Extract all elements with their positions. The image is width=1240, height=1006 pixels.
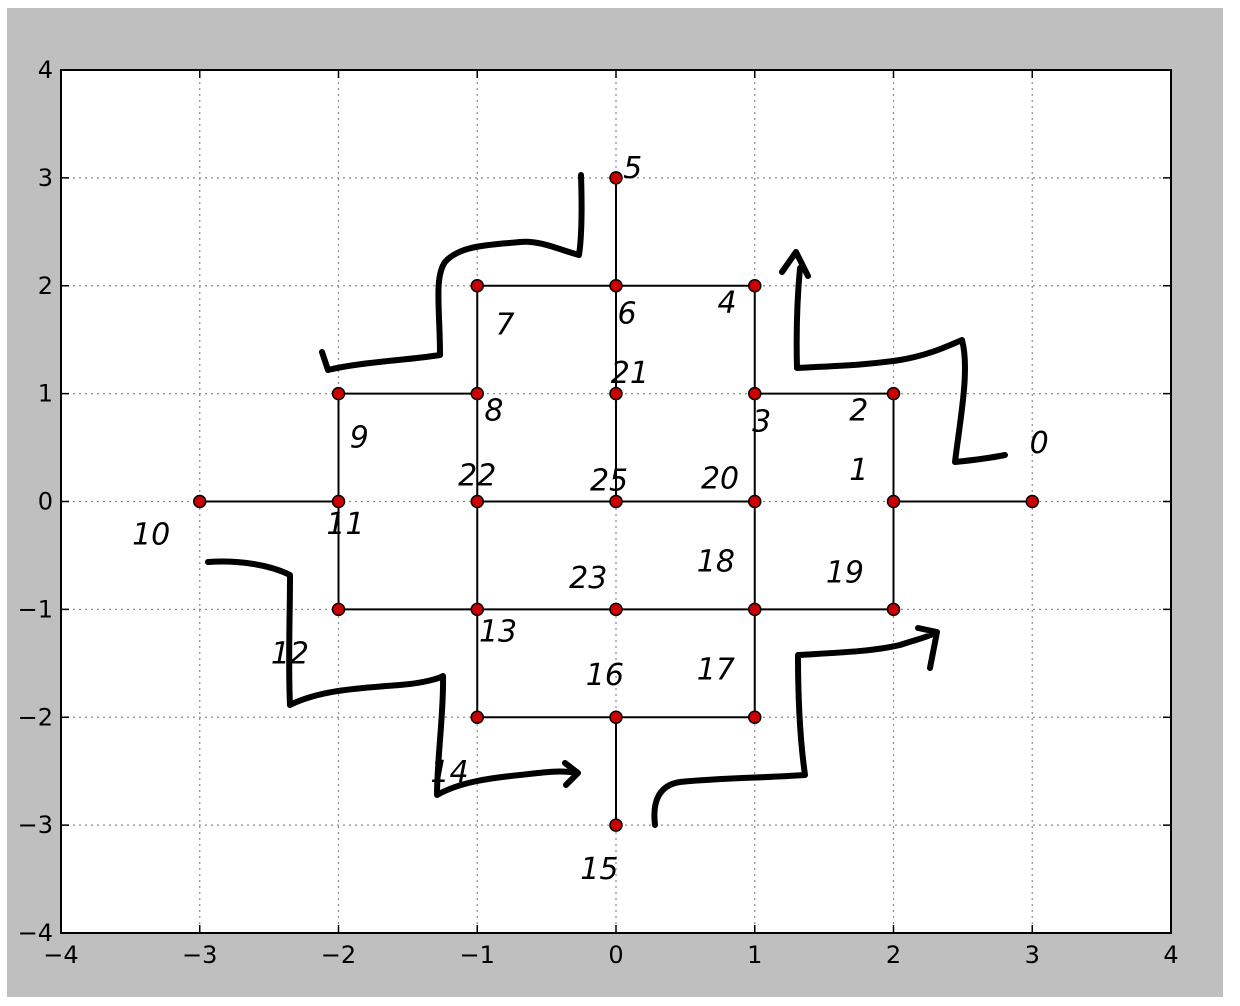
data-point-19 — [886, 602, 901, 617]
data-point-6 — [609, 279, 623, 293]
y-tick-label: −4 — [18, 919, 53, 947]
data-point-0 — [1025, 494, 1039, 509]
node-label-16: 16 — [586, 658, 624, 693]
node-label-13: 13 — [479, 615, 517, 650]
node-label-12: 12 — [271, 636, 309, 671]
data-point-9 — [331, 386, 346, 401]
node-label-25: 25 — [590, 464, 628, 499]
data-point-13 — [470, 602, 484, 617]
y-tick-label: 4 — [38, 56, 53, 84]
node-label-21: 21 — [611, 356, 649, 391]
x-tick-label: 2 — [886, 941, 901, 969]
path-stroke-top-right — [779, 249, 1008, 465]
data-point-16 — [609, 710, 623, 724]
x-tick-label: −4 — [43, 941, 78, 969]
data-point-14 — [470, 710, 484, 724]
node-label-2: 2 — [849, 394, 868, 429]
path-stroke-bottom-left — [205, 558, 581, 798]
node-label-4: 4 — [717, 286, 736, 321]
data-point-12 — [331, 602, 346, 617]
path-stroke-bottom-right — [651, 625, 940, 828]
data-point-23 — [609, 602, 623, 617]
data-point-17 — [748, 710, 762, 724]
node-label-19: 19 — [826, 555, 864, 590]
x-tick-label: 0 — [608, 941, 623, 969]
x-tick-label: −3 — [182, 941, 217, 969]
node-label-9: 9 — [350, 421, 369, 456]
y-tick-label: −3 — [18, 811, 53, 839]
x-tick-label: −1 — [460, 941, 495, 969]
data-point-20 — [748, 494, 762, 509]
data-point-21 — [609, 386, 623, 401]
node-label-6: 6 — [618, 297, 637, 332]
node-label-11: 11 — [326, 507, 364, 542]
node-label-15: 15 — [580, 852, 618, 887]
y-tick-label: 3 — [38, 164, 53, 192]
handwritten-strokes — [205, 172, 1008, 828]
data-point-3 — [748, 386, 762, 401]
data-point-25 — [609, 494, 623, 509]
data-points — [193, 171, 1039, 832]
node-label-18: 18 — [697, 545, 735, 580]
data-point-11 — [331, 494, 346, 509]
node-label-8: 8 — [484, 394, 503, 429]
y-tick-label: 2 — [38, 272, 53, 300]
x-tick-label: −2 — [321, 941, 356, 969]
node-label-10: 10 — [132, 518, 170, 553]
data-point-7 — [470, 279, 484, 293]
y-tick-label: 1 — [38, 380, 53, 408]
data-point-15 — [609, 818, 623, 832]
path-stroke-top-left — [319, 172, 585, 373]
node-label-20: 20 — [701, 462, 739, 497]
x-tick-label: 4 — [1163, 941, 1178, 969]
node-label-17: 17 — [697, 652, 735, 687]
data-point-4 — [748, 279, 762, 293]
node-label-22: 22 — [458, 458, 496, 493]
x-tick-label: 3 — [1025, 941, 1040, 969]
y-tick-label: −1 — [18, 595, 53, 623]
node-label-3: 3 — [752, 404, 771, 439]
graph-edges — [199, 177, 1033, 826]
data-point-18 — [748, 602, 762, 617]
data-point-10 — [193, 494, 207, 509]
node-label-23: 23 — [569, 561, 607, 596]
node-label-14: 14 — [430, 755, 468, 790]
node-label-7: 7 — [495, 307, 514, 342]
data-point-8 — [470, 386, 484, 401]
data-point-2 — [886, 386, 901, 401]
y-tick-label: 0 — [38, 488, 53, 516]
node-label-1: 1 — [849, 453, 868, 488]
x-tick-label: 1 — [747, 941, 762, 969]
data-point-5 — [609, 171, 623, 185]
node-label-0: 0 — [1030, 426, 1049, 461]
node-label-5: 5 — [623, 151, 642, 186]
y-tick-label: −2 — [18, 703, 53, 731]
data-point-22 — [470, 494, 484, 509]
data-point-1 — [886, 494, 901, 509]
